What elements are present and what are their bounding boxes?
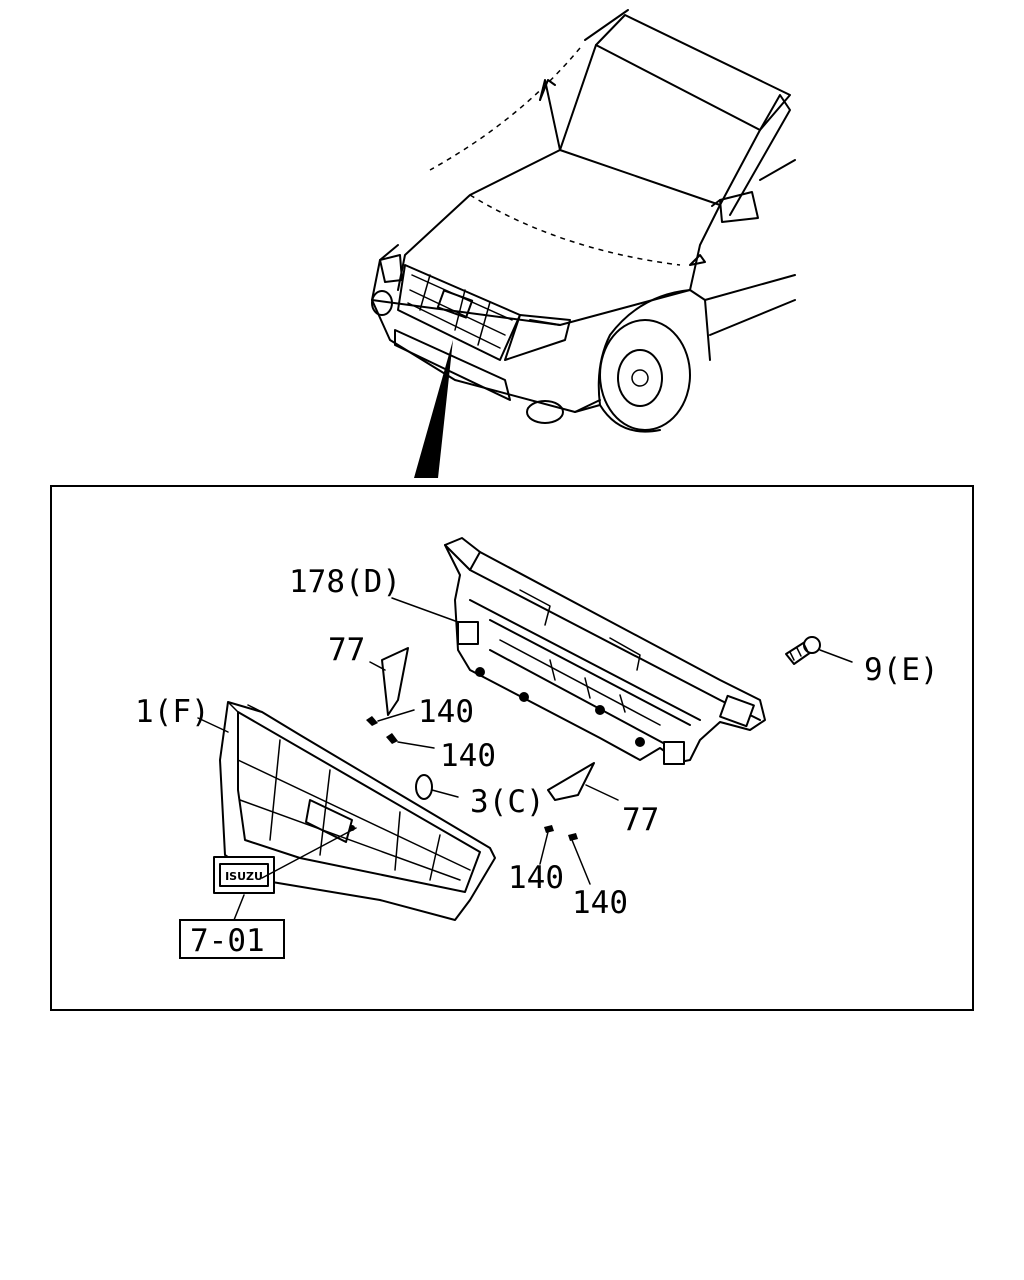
detail-frame: [50, 485, 974, 1011]
deflector-left: [381, 647, 409, 716]
label-deflector-right: 77: [622, 802, 659, 838]
emblem-text: ISUZU: [225, 870, 263, 883]
pointer-wedge: [414, 340, 453, 478]
label-clip-2: 140: [440, 738, 496, 774]
reference-box[interactable]: 7-01: [179, 919, 285, 959]
clip-3: [544, 825, 554, 833]
grille-bracket: [444, 537, 766, 765]
label-clip-1: 140: [418, 694, 474, 730]
clip-4: [568, 833, 578, 841]
leader-lines: [197, 597, 853, 921]
isuzu-emblem: ISUZU: [213, 856, 275, 894]
label-emblem-clip: 3(C): [470, 784, 545, 820]
reference-label: 7-01: [190, 923, 265, 959]
callout-labels: 178(D) 77 1(F) 9(E) 140 140 3(C) 77 140 …: [135, 564, 939, 921]
label-clip-4: 140: [572, 885, 628, 921]
emblem-clip: [415, 774, 433, 800]
deflector-right: [547, 762, 595, 801]
clip-1: [366, 716, 378, 726]
screw: [785, 636, 821, 665]
label-grille: 1(F): [135, 694, 210, 730]
label-clip-3: 140: [508, 860, 564, 896]
label-screw: 9(E): [864, 652, 939, 688]
front-grille: [219, 701, 496, 921]
clip-2: [386, 733, 398, 744]
label-deflector-left: 77: [328, 632, 365, 668]
vehicle-illustration: [371, 9, 796, 478]
label-bracket: 178(D): [289, 564, 401, 600]
